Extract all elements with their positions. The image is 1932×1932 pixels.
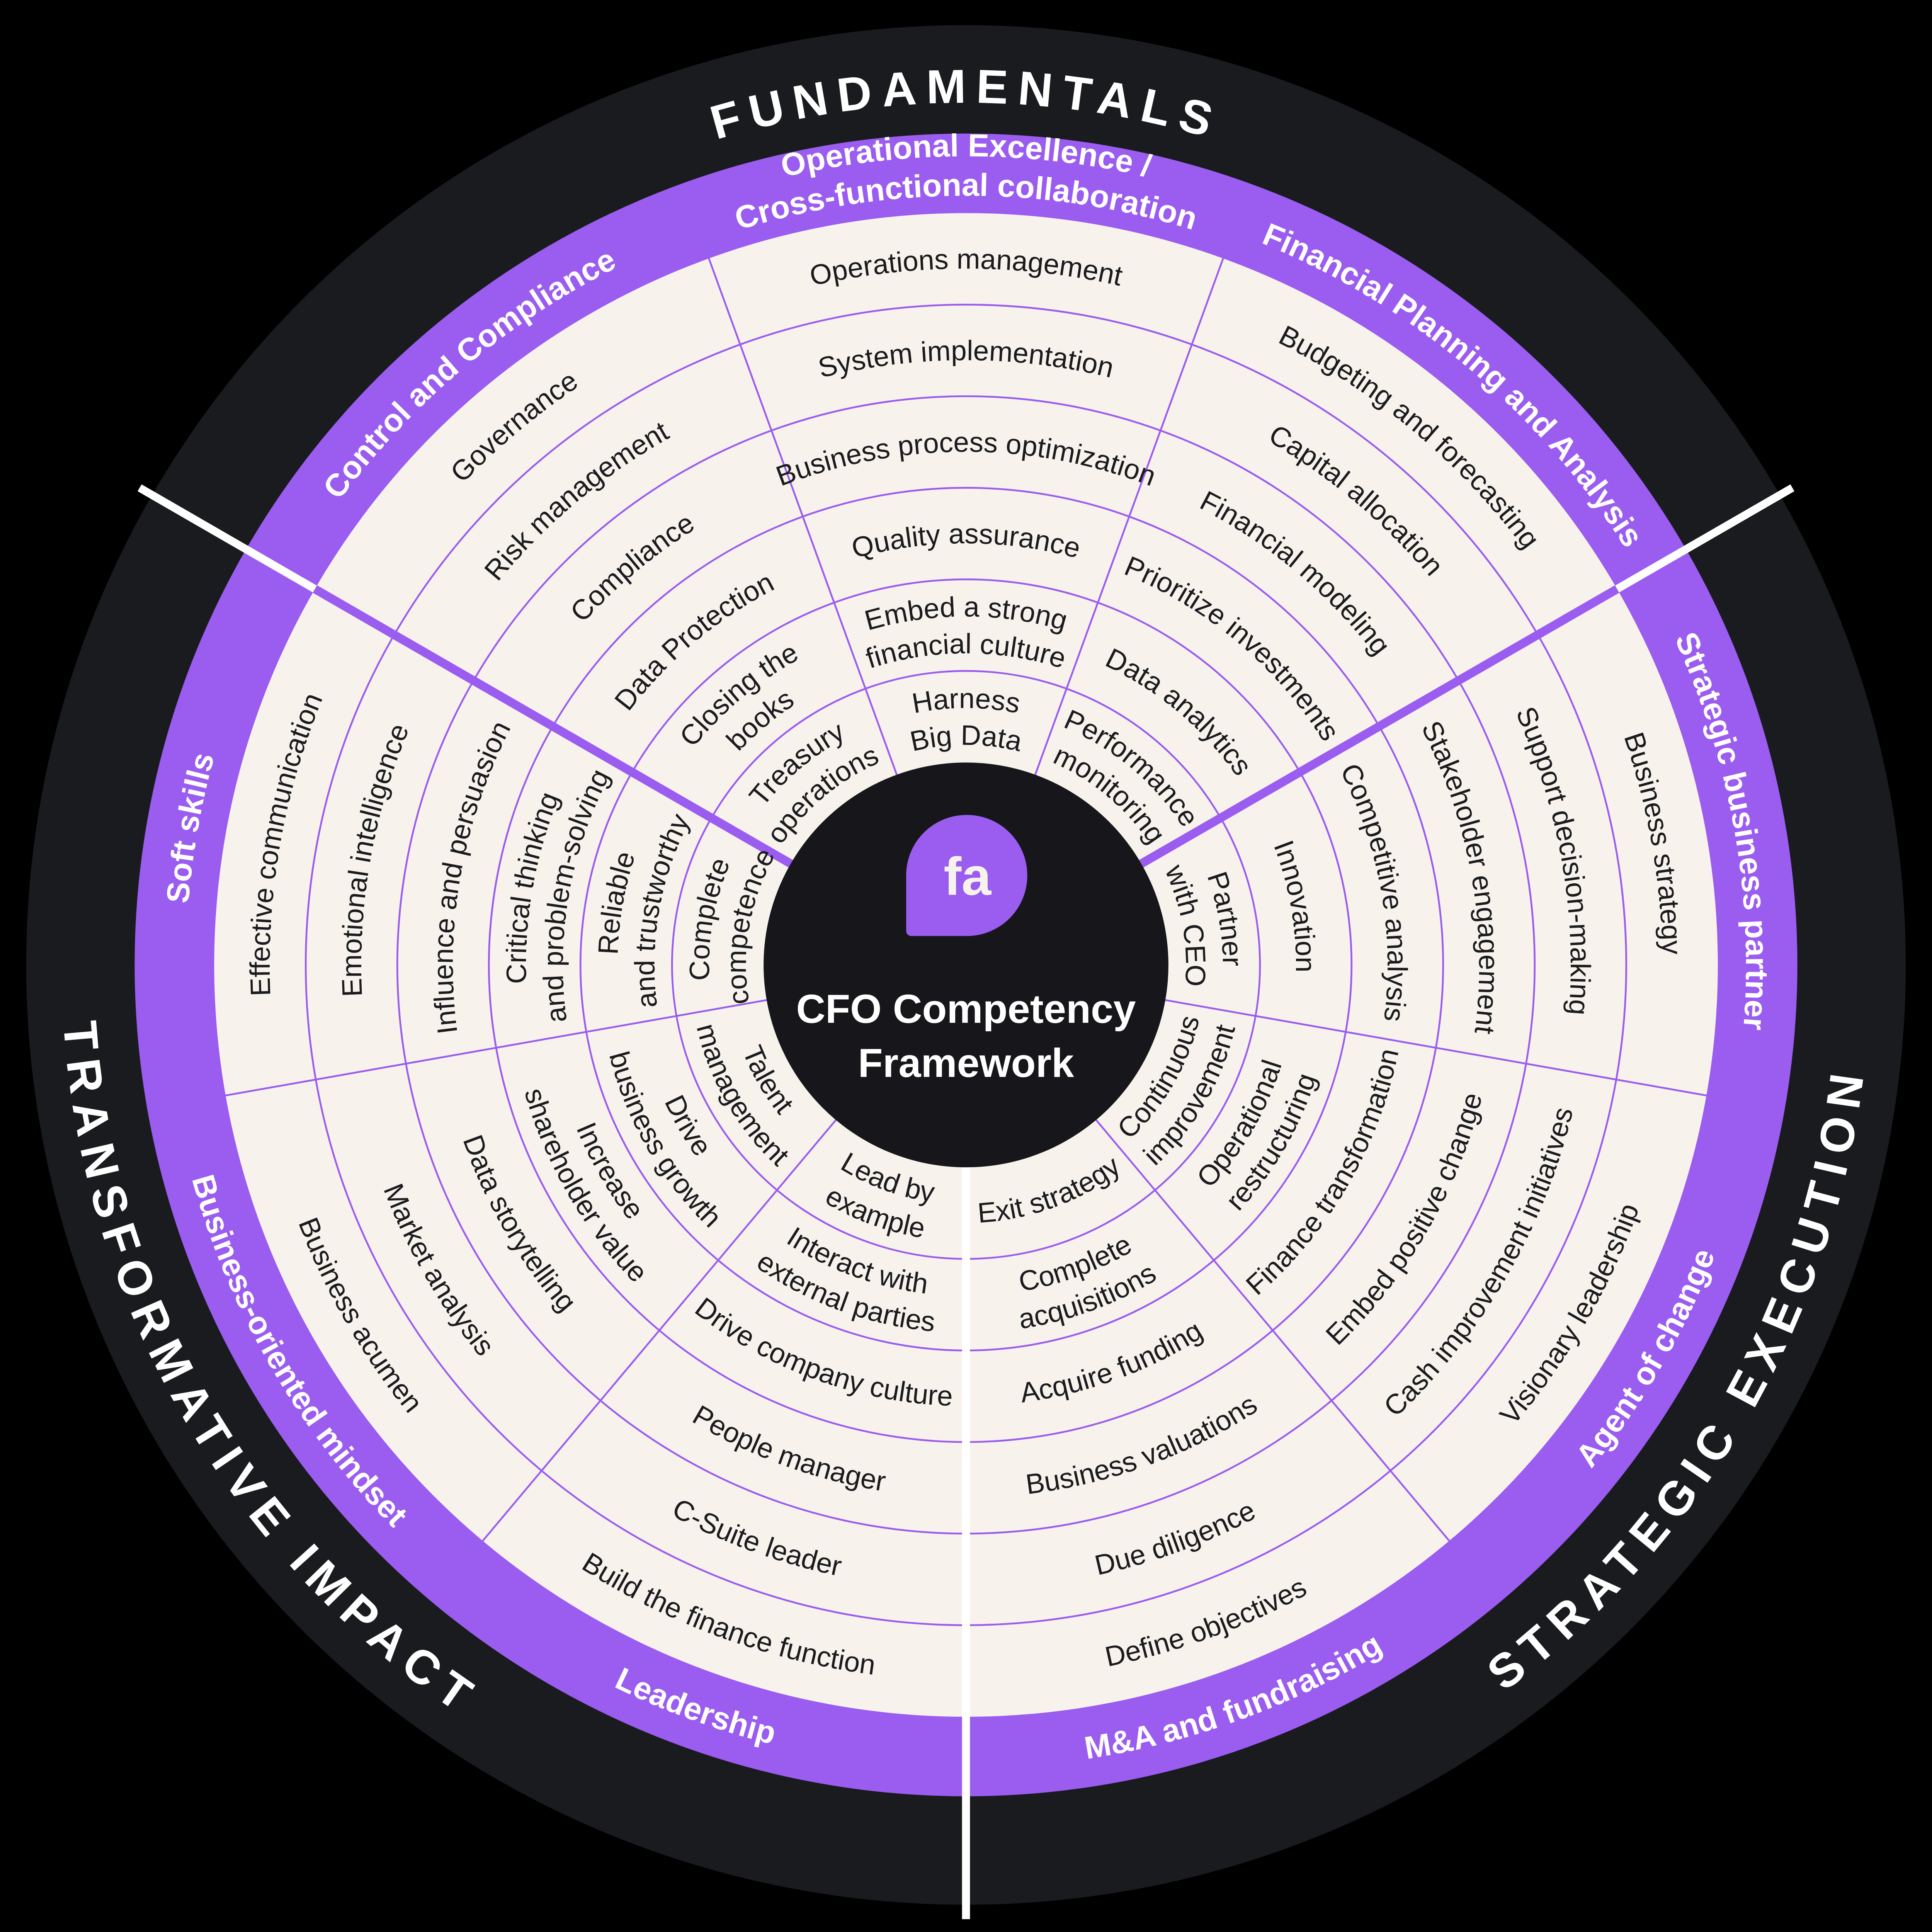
section-divider-white	[1615, 484, 1794, 593]
center-title-line2: Framework	[858, 1041, 1075, 1086]
section-divider-purple	[1139, 583, 1622, 867]
competency-item-operational-excellence-5: Harness	[910, 683, 1022, 719]
sector-divider-line	[1095, 1119, 1450, 1542]
center-title-line1: CFO Competency	[796, 986, 1136, 1032]
sector-divider-line	[225, 999, 767, 1097]
fa-logo-text: fa	[944, 847, 992, 906]
sector-divider-line	[1165, 999, 1707, 1097]
sector-divider-line	[482, 1119, 837, 1542]
sector-divider-line	[708, 258, 898, 775]
sector-divider-line	[1034, 258, 1224, 775]
fa-logo-icon	[906, 815, 1027, 936]
center-circle	[764, 762, 1168, 1168]
section-divider-purple	[310, 583, 793, 867]
section-divider-white	[138, 484, 317, 593]
